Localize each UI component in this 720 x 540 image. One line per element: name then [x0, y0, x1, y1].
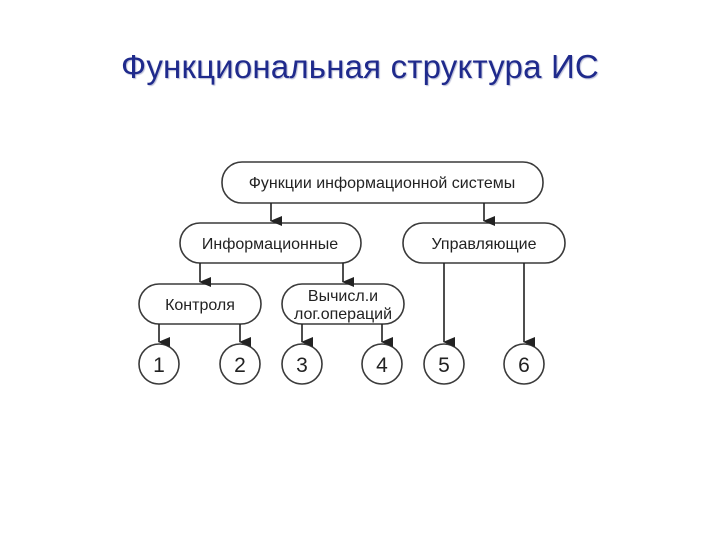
leaf-label-5: 5 [438, 354, 450, 377]
leaf-label-3: 3 [296, 354, 308, 377]
monitoring-node: Контроля [138, 283, 262, 325]
informational-node: Информационные [179, 222, 362, 264]
leaf-node-1: 1 [138, 343, 180, 385]
computation-node-label-line2: лог.операций [294, 306, 392, 323]
leaf-node-6: 6 [503, 343, 545, 385]
informational-node-label: Информационные [202, 236, 338, 253]
leaf-label-2: 2 [234, 354, 246, 377]
leaf-node-3: 3 [281, 343, 323, 385]
root-node-label: Функции информационной системы [249, 175, 516, 192]
root-node: Функции информационной системы [221, 161, 544, 204]
control-node: Управляющие [402, 222, 566, 264]
monitoring-node-label: Контроля [165, 297, 235, 314]
slide-title: Функциональная структура ИС [121, 48, 599, 85]
computation-node-label-line1: Вычисл.и [308, 288, 378, 305]
computation-node: Вычисл.и лог.операций [281, 283, 405, 325]
leaf-label-4: 4 [376, 354, 388, 377]
leaf-node-2: 2 [219, 343, 261, 385]
leaf-node-4: 4 [361, 343, 403, 385]
leaf-label-1: 1 [153, 354, 165, 377]
control-node-label: Управляющие [431, 236, 536, 253]
leaf-label-6: 6 [518, 354, 530, 377]
leaf-node-5: 5 [423, 343, 465, 385]
